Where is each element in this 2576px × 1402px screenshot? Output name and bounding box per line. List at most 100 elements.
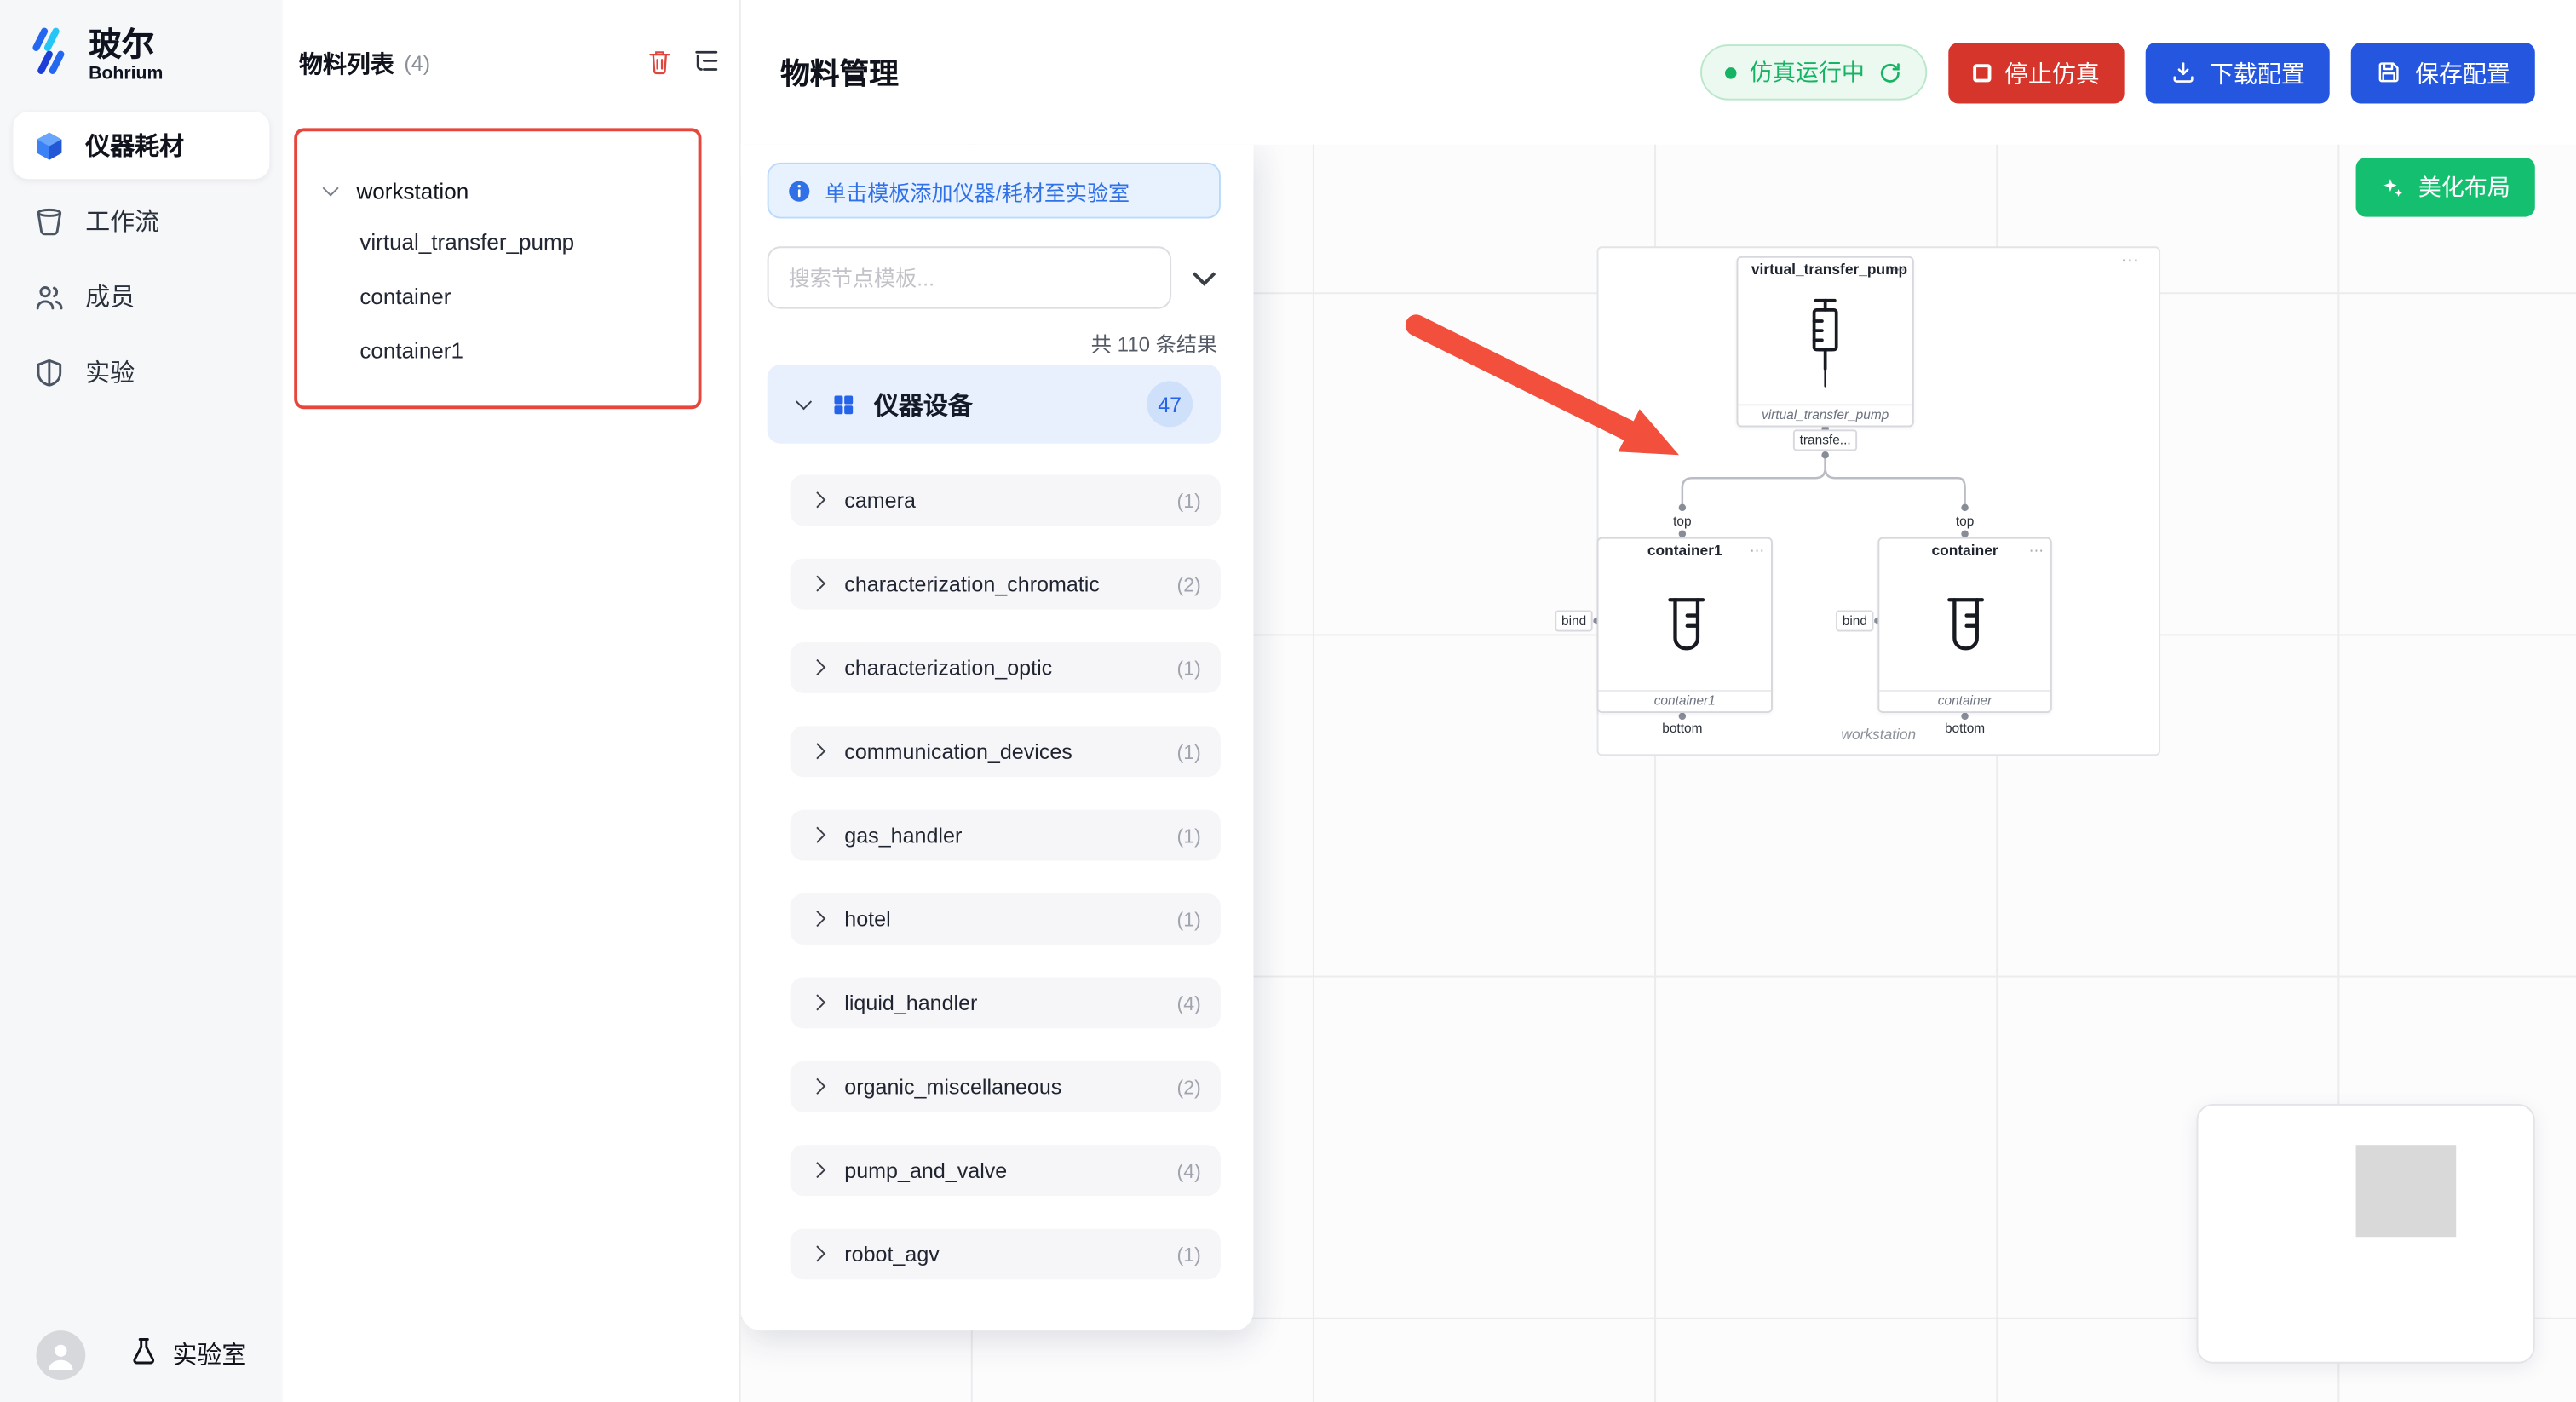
simulation-status-pill: 仿真运行中 [1700,44,1928,101]
highlight-box: workstation virtual_transfer_pump contai… [294,128,702,410]
brand-name: 玻尔 [89,26,155,64]
search-input[interactable] [767,246,1172,309]
result-count: 共 110 条结果 [1090,333,1218,357]
stop-button-label: 停止仿真 [2004,61,2100,89]
node-title: container1 [1647,542,1722,559]
page-title: 物料管理 [780,57,899,91]
port-label-bind: bind [1555,610,1593,632]
flask-icon [128,1336,159,1373]
lab-label: 实验室 [172,1342,247,1370]
node-menu-icon[interactable]: ⋯ [1890,261,1906,278]
template-item-label: communication_devices [844,738,1072,764]
bohrium-logo-icon [23,25,76,85]
template-item-count: (2) [1176,572,1201,596]
template-list: camera (1) characterization_chromatic (2… [768,474,1221,1280]
lab-switcher[interactable]: 实验室 [128,1336,246,1373]
port-label-transfer: transfe... [1792,429,1858,451]
sidebar-item-members[interactable]: 成员 [13,263,269,330]
avatar[interactable] [36,1330,86,1380]
group-menu-icon[interactable]: ⋯ [2120,251,2139,272]
stop-simulation-button[interactable]: 停止仿真 [1948,42,2125,103]
node-menu-icon[interactable]: ⋯ [2028,542,2044,559]
materials-panel: 物料列表 (4) workstation [282,0,741,1402]
chevron-right-icon [810,910,828,928]
sidebar-item-label: 实验 [85,359,135,388]
minimap[interactable] [2196,1103,2535,1364]
template-item-count: (4) [1176,1158,1201,1182]
sidebar-item-label: 成员 [85,284,135,313]
sidebar-footer: 实验室 [36,1330,246,1380]
node-subtitle: virtual_transfer_pump [1738,404,1912,425]
template-item-count: (2) [1176,1075,1201,1099]
brand: 玻尔 Bohrium [0,0,283,112]
tree-node-container[interactable]: container [297,269,699,324]
refresh-icon[interactable] [1877,60,1902,84]
info-icon [787,178,812,203]
template-item-robot-agv[interactable]: robot_agv (1) [790,1228,1221,1280]
chevron-right-icon [810,1161,828,1179]
cube-icon [32,128,66,162]
template-item-pump-and-valve[interactable]: pump_and_valve (4) [790,1145,1221,1196]
list-tree-icon [692,46,722,80]
template-item-label: robot_agv [844,1241,940,1267]
chevron-down-icon [322,181,340,199]
chevron-right-icon [810,575,828,593]
header-actions: 仿真运行中 停止仿真 下载配置 [1700,42,2535,103]
chevron-right-icon [810,826,828,844]
template-item-count: (4) [1176,991,1201,1014]
tree-node-label: container1 [359,338,463,364]
category-instruments[interactable]: 仪器设备 47 [767,365,1221,444]
tree-node-workstation[interactable]: workstation [297,166,699,215]
workflow-canvas[interactable]: ⋯ workstation virtual_transfer [740,144,2576,1402]
grid-icon [831,392,856,417]
node-virtual-transfer-pump[interactable]: virtual_transfer_pump ⋯ virtual_transfer… [1736,256,1914,428]
save-icon [2376,59,2402,85]
trash-icon [645,47,673,80]
template-item-label: characterization_optic [844,655,1053,681]
main-area: 物料管理 仿真运行中 停止仿真 下载配置 [740,0,2576,1402]
template-item-hotel[interactable]: hotel (1) [790,893,1221,945]
sidebar-item-instruments[interactable]: 仪器耗材 [13,112,270,180]
node-subtitle: container1 [1598,689,1771,711]
template-item-organic-miscellaneous[interactable]: organic_miscellaneous (2) [790,1060,1221,1112]
template-item-liquid-handler[interactable]: liquid_handler (4) [790,977,1221,1029]
save-button-label: 保存配置 [2414,61,2510,89]
template-item-characterization-chromatic[interactable]: characterization_chromatic (2) [790,558,1221,610]
delete-materials-button[interactable] [644,49,674,78]
sidebar-item-experiments[interactable]: 实验 [13,338,269,405]
materials-header: 物料列表 (4) [283,0,739,80]
download-config-button[interactable]: 下载配置 [2145,42,2330,103]
tree-node-container1[interactable]: container1 [297,324,699,378]
port-label-bind: bind [1836,610,1874,632]
chevron-right-icon [810,994,828,1012]
tree-node-virtual-transfer-pump[interactable]: virtual_transfer_pump [297,215,699,270]
template-item-characterization-optic[interactable]: characterization_optic (1) [790,642,1221,693]
template-item-label: organic_miscellaneous [844,1074,1062,1100]
template-item-label: pump_and_valve [844,1158,1008,1183]
beautify-layout-button[interactable]: 美化布局 [2355,158,2535,217]
bucket-icon [32,204,66,238]
tree-view-button[interactable] [692,49,722,78]
template-item-label: camera [844,487,916,513]
minimap-viewport [2355,1145,2457,1238]
sidebar-item-label: 仪器耗材 [85,133,185,161]
template-item-label: hotel [844,906,891,932]
node-container[interactable]: container ⋯ container [1877,537,2052,713]
node-container1[interactable]: container1 ⋯ container1 [1596,537,1773,713]
collapse-panel-button[interactable] [1187,259,1221,296]
template-item-count: (1) [1176,488,1201,512]
chevron-right-icon [810,743,828,761]
search-row [767,246,1221,309]
chevron-right-icon [810,1245,828,1263]
sidebar-item-workflow[interactable]: 工作流 [13,187,269,255]
sidebar-nav: 仪器耗材 工作流 成员 实验 [0,112,283,405]
save-config-button[interactable]: 保存配置 [2350,42,2535,103]
template-item-communication-devices[interactable]: communication_devices (1) [790,726,1221,778]
brand-subtitle: Bohrium [89,63,164,83]
template-item-camera[interactable]: camera (1) [790,474,1221,526]
chevron-right-icon [810,491,828,509]
chevron-down-icon [795,395,813,413]
node-menu-icon[interactable]: ⋯ [1749,542,1765,559]
template-item-gas-handler[interactable]: gas_handler (1) [790,809,1221,861]
